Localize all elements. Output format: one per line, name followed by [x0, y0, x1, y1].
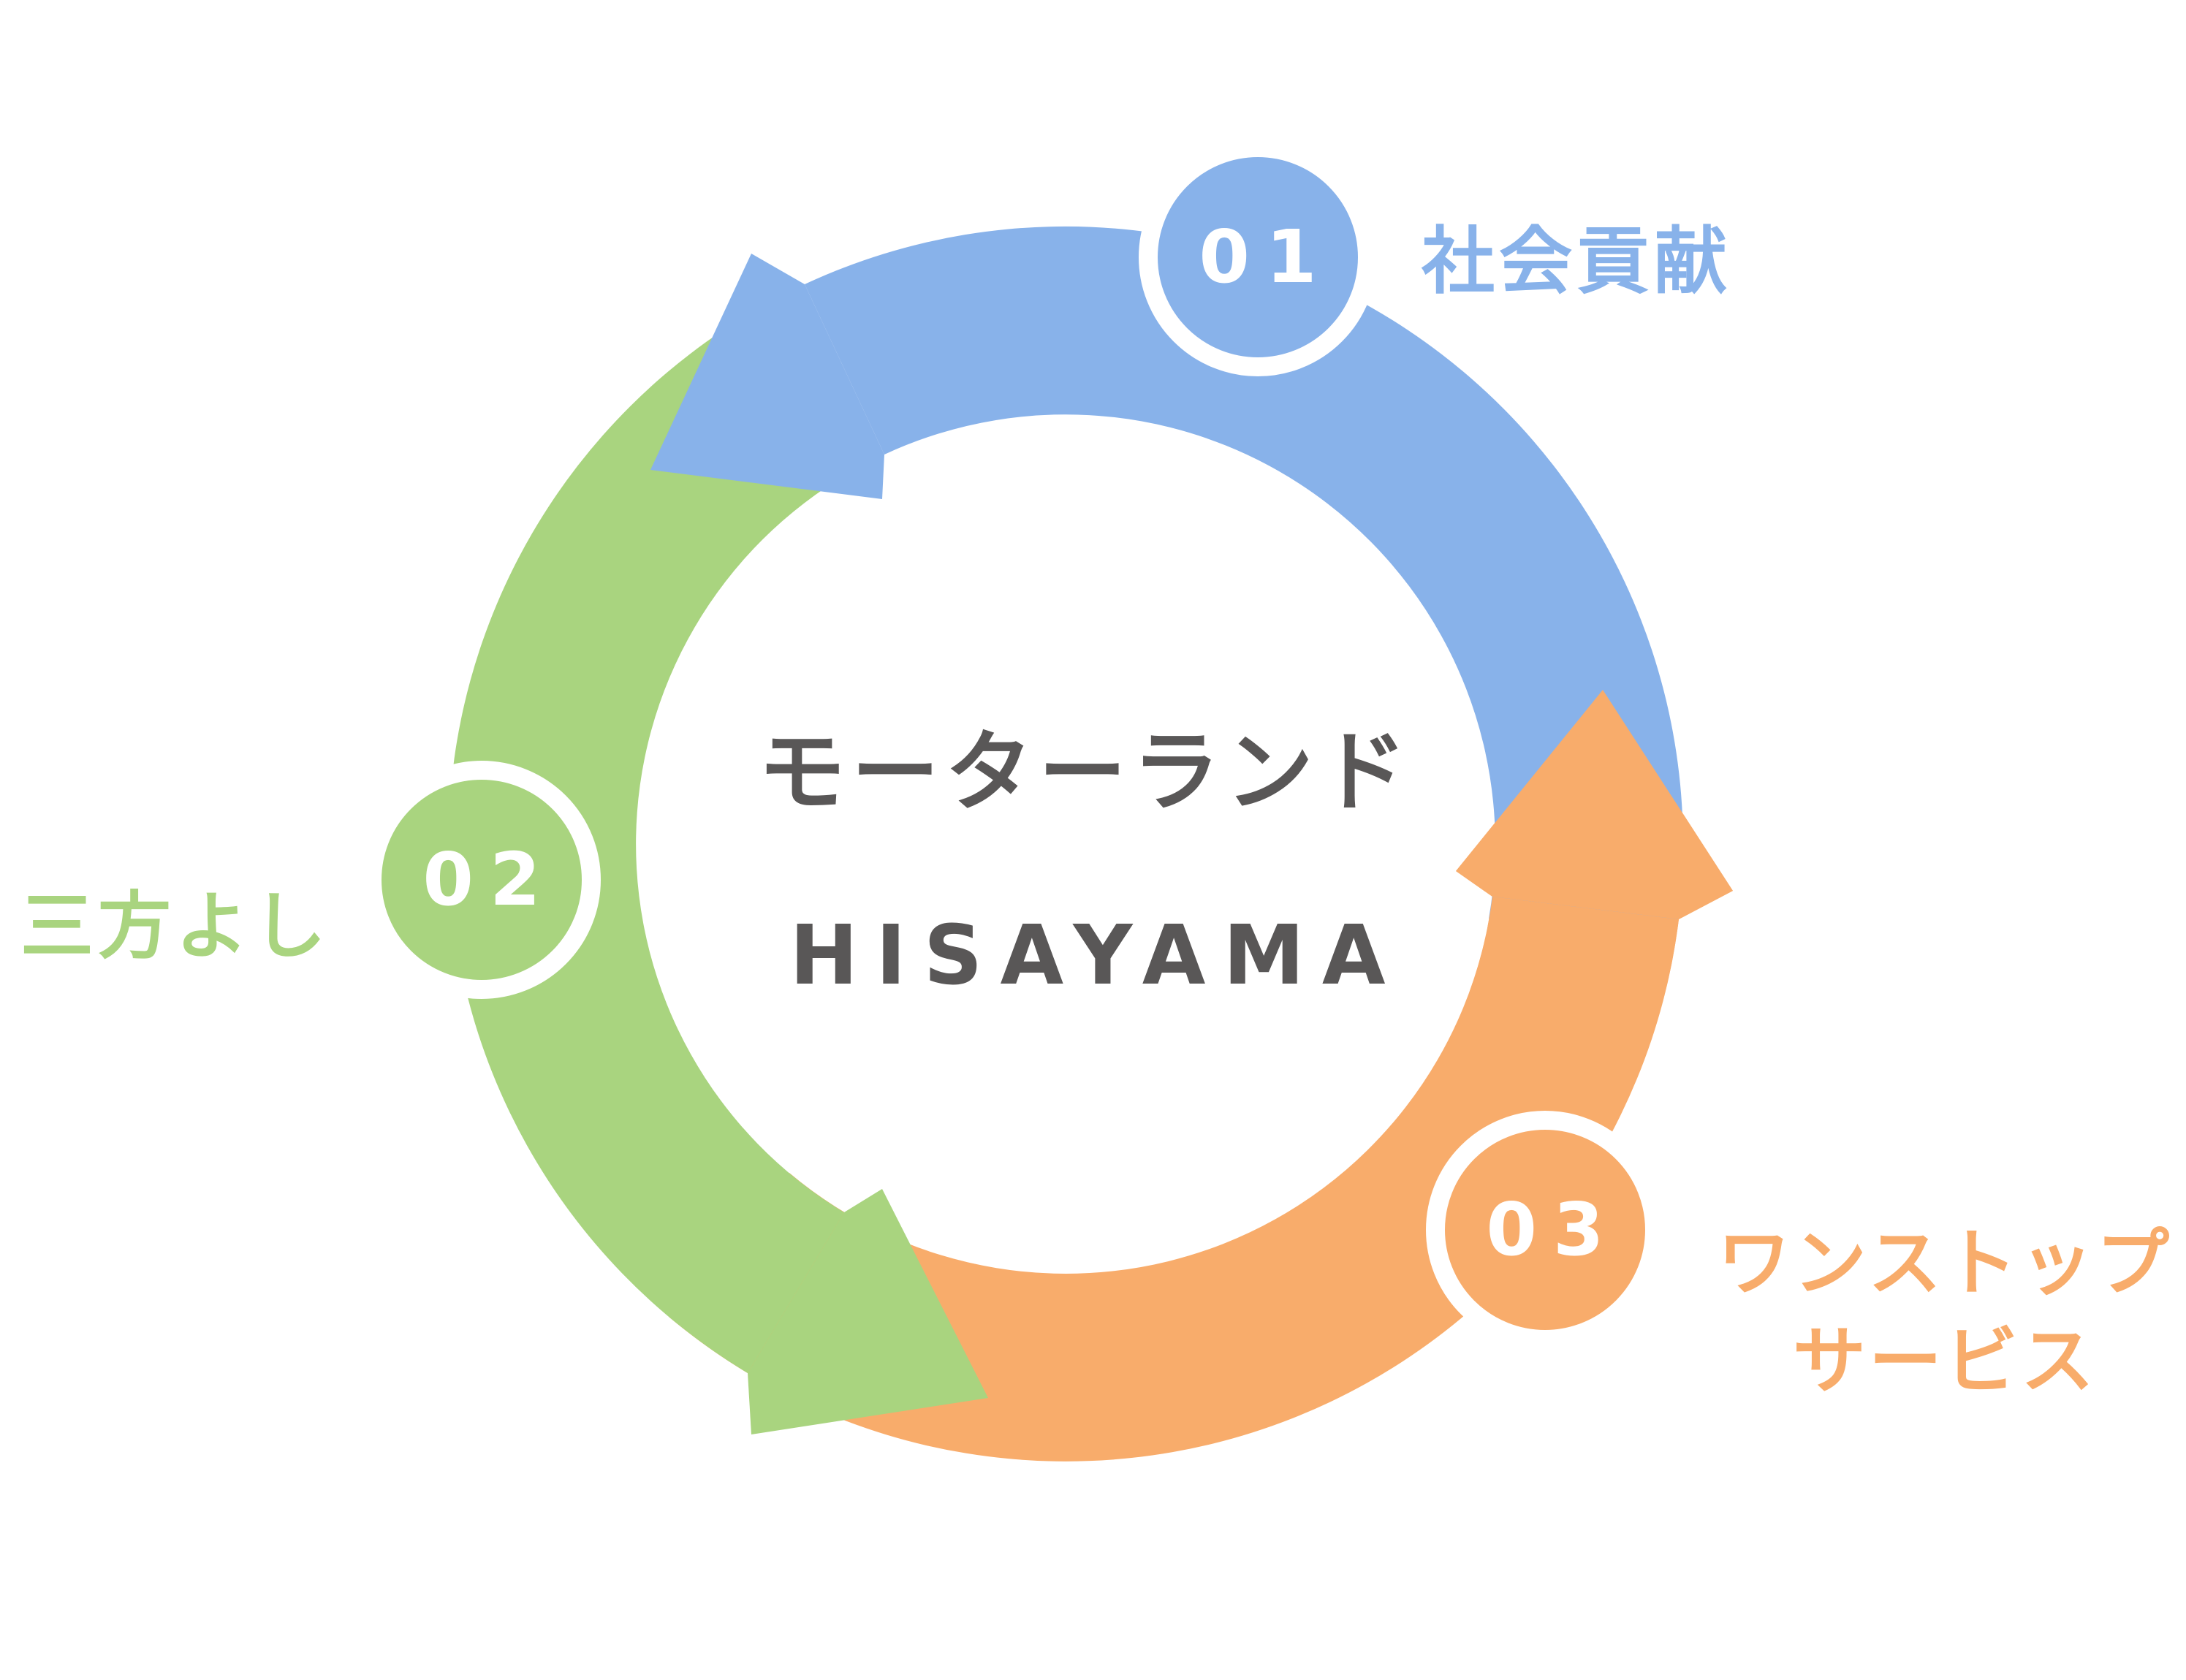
badge-03-circle	[1426, 1111, 1664, 1349]
step-03-label-line2: サービス	[1793, 1318, 2097, 1404]
badge-02-number: 02	[422, 837, 557, 922]
arrow-01-band	[805, 226, 1683, 951]
step-02-label: 三方よし	[20, 883, 330, 969]
arrow-02-band	[448, 309, 851, 1373]
badge-01-circle	[1139, 138, 1377, 376]
badge-03-number: 03	[1486, 1187, 1620, 1272]
badge-01-number: 01	[1199, 214, 1333, 300]
step-03-label: ワンストップ サービス	[1703, 1215, 2186, 1410]
step-01-label: 社会貢献	[1422, 218, 1731, 304]
arrow-02-head	[748, 1189, 988, 1434]
arrow-03-head-overlap	[1456, 690, 1733, 919]
badge-02-circle	[363, 761, 601, 999]
center-title-line1: モーターランド	[758, 722, 1413, 824]
arrow-01-head	[650, 254, 884, 499]
arrow-03-band-overlap	[1470, 897, 1679, 1055]
center-title-line2: HISAYAMA	[789, 908, 1403, 1003]
step-03-label-line1: ワンストップ	[1718, 1220, 2172, 1306]
